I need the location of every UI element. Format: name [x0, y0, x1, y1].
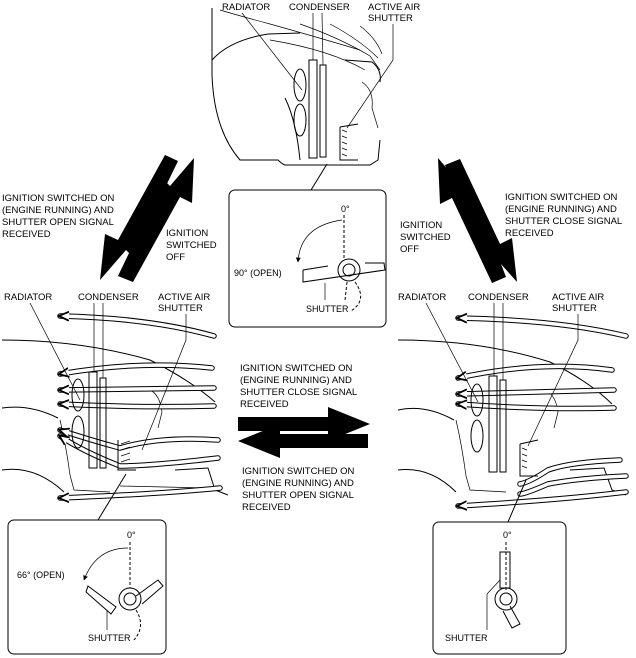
- text-right-down-1: IGNITION SWITCHED ON: [505, 192, 618, 203]
- right-label-condenser: CONDENSER: [468, 292, 529, 303]
- left-transition-arrows: [100, 155, 194, 282]
- middle-arrow-right: [238, 407, 370, 441]
- left-radiator: [88, 371, 98, 469]
- text-right-up-3: OFF: [400, 244, 419, 255]
- text-left-down-2: SWITCHED: [166, 240, 217, 251]
- text-left-up: IGNITION SWITCHED ON (ENGINE RUNNING) AN…: [2, 193, 115, 240]
- right-detail-box: 0° SHUTTER: [432, 521, 567, 655]
- right-fan-upper: [470, 383, 484, 417]
- left-arrow-down: [100, 155, 178, 280]
- right-airflow: [458, 318, 629, 506]
- text-middle-right-3: SHUTTER CLOSE SIGNAL: [240, 387, 357, 398]
- text-left-up-3: SHUTTER OPEN SIGNAL: [2, 217, 114, 228]
- left-label-condenser: CONDENSER: [78, 292, 139, 303]
- top-fan-upper: [293, 68, 307, 102]
- top-view: RADIATOR CONDENSER ACTIVE AIR SHUTTER 0°…: [211, 2, 420, 328]
- text-left-up-4: RECEIVED: [2, 229, 51, 240]
- top-shutter-closed: [339, 123, 359, 161]
- top-label-condenser: CONDENSER: [289, 2, 350, 13]
- top-fan-lower: [293, 103, 307, 137]
- left-fan-upper: [71, 378, 85, 412]
- left-detail-box: 0° 66° (OPEN) SHUTTER: [7, 519, 167, 655]
- text-middle-left-1: IGNITION SWITCHED ON: [242, 466, 355, 477]
- left-view: RADIATOR CONDENSER ACTIVE AIR SHUTTER 0°…: [1, 292, 229, 655]
- text-middle-left: IGNITION SWITCHED ON (ENGINE RUNNING) AN…: [242, 466, 355, 513]
- right-detail-shutter: SHUTTER: [445, 633, 488, 643]
- left-label-shutter-2: SHUTTER: [158, 303, 203, 314]
- middle-arrow-left: [238, 424, 368, 458]
- top-label-shutter-1: ACTIVE AIR: [368, 2, 420, 13]
- top-detail-angle: 90° (OPEN): [234, 268, 282, 278]
- left-labels: RADIATOR CONDENSER ACTIVE AIR SHUTTER: [4, 292, 210, 451]
- top-detail-shutter: SHUTTER: [306, 304, 349, 314]
- right-view: RADIATOR CONDENSER ACTIVE AIR SHUTTER 0°…: [397, 292, 629, 655]
- text-middle-right-4: RECEIVED: [240, 399, 289, 410]
- left-shutter-open: [117, 440, 136, 471]
- text-left-down-3: OFF: [166, 252, 185, 263]
- text-right-up: IGNITION SWITCHED OFF: [400, 220, 451, 255]
- right-transition-arrows: [438, 158, 517, 283]
- text-right-down: IGNITION SWITCHED ON (ENGINE RUNNING) AN…: [505, 192, 622, 239]
- right-labels: RADIATOR CONDENSER ACTIVE AIR SHUTTER: [398, 292, 604, 447]
- top-detail-zero: 0°: [341, 204, 350, 214]
- right-shutter-closed: [519, 439, 539, 477]
- left-airflow: [60, 316, 223, 498]
- text-right-up-1: IGNITION: [400, 220, 442, 231]
- top-detail-box: 0° 90° (OPEN) SHUTTER: [228, 189, 387, 328]
- top-vehicle-body: [211, 8, 383, 166]
- left-arrow-up: [118, 158, 194, 282]
- text-middle-right: IGNITION SWITCHED ON (ENGINE RUNNING) AN…: [240, 363, 357, 410]
- text-left-up-1: IGNITION SWITCHED ON: [2, 193, 115, 204]
- top-condenser: [319, 64, 327, 158]
- right-label-radiator: RADIATOR: [398, 292, 446, 303]
- text-middle-left-3: SHUTTER OPEN SIGNAL: [242, 490, 354, 501]
- top-radiator: [308, 59, 318, 159]
- text-left-up-2: (ENGINE RUNNING) AND: [2, 205, 114, 216]
- right-vehicle-body: [397, 339, 627, 496]
- text-left-down-1: IGNITION: [166, 228, 208, 239]
- text-middle-left-4: RECEIVED: [242, 502, 291, 513]
- text-right-down-2: (ENGINE RUNNING) AND: [505, 204, 617, 215]
- left-fan-lower: [71, 415, 85, 449]
- top-labels: RADIATOR CONDENSER ACTIVE AIR SHUTTER: [222, 2, 420, 129]
- right-label-shutter-1: ACTIVE AIR: [552, 292, 604, 303]
- text-right-down-3: SHUTTER CLOSE SIGNAL: [505, 216, 622, 227]
- right-radiator: [488, 375, 498, 473]
- top-label-shutter-2: SHUTTER: [368, 13, 413, 24]
- text-right-down-4: RECEIVED: [505, 228, 554, 239]
- right-label-shutter-2: SHUTTER: [552, 303, 597, 314]
- left-label-radiator: RADIATOR: [4, 292, 52, 303]
- text-middle-right-2: (ENGINE RUNNING) AND: [240, 375, 352, 386]
- text-left-down: IGNITION SWITCHED OFF: [166, 228, 217, 263]
- left-detail-angle: 66° (OPEN): [17, 570, 65, 580]
- left-vehicle-body: [1, 339, 229, 496]
- text-middle-left-2: (ENGINE RUNNING) AND: [242, 478, 354, 489]
- left-label-shutter-1: ACTIVE AIR: [158, 292, 210, 303]
- right-detail-zero: 0°: [503, 530, 512, 540]
- top-label-radiator: RADIATOR: [222, 2, 270, 13]
- right-fan-lower: [470, 419, 484, 453]
- text-middle-right-1: IGNITION SWITCHED ON: [240, 363, 353, 374]
- left-detail-shutter: SHUTTER: [88, 633, 131, 643]
- top-detail-leader: [295, 163, 328, 191]
- right-arrow-down: [445, 159, 517, 282]
- text-right-up-2: SWITCHED: [400, 232, 451, 243]
- left-detail-zero: 0°: [127, 530, 136, 540]
